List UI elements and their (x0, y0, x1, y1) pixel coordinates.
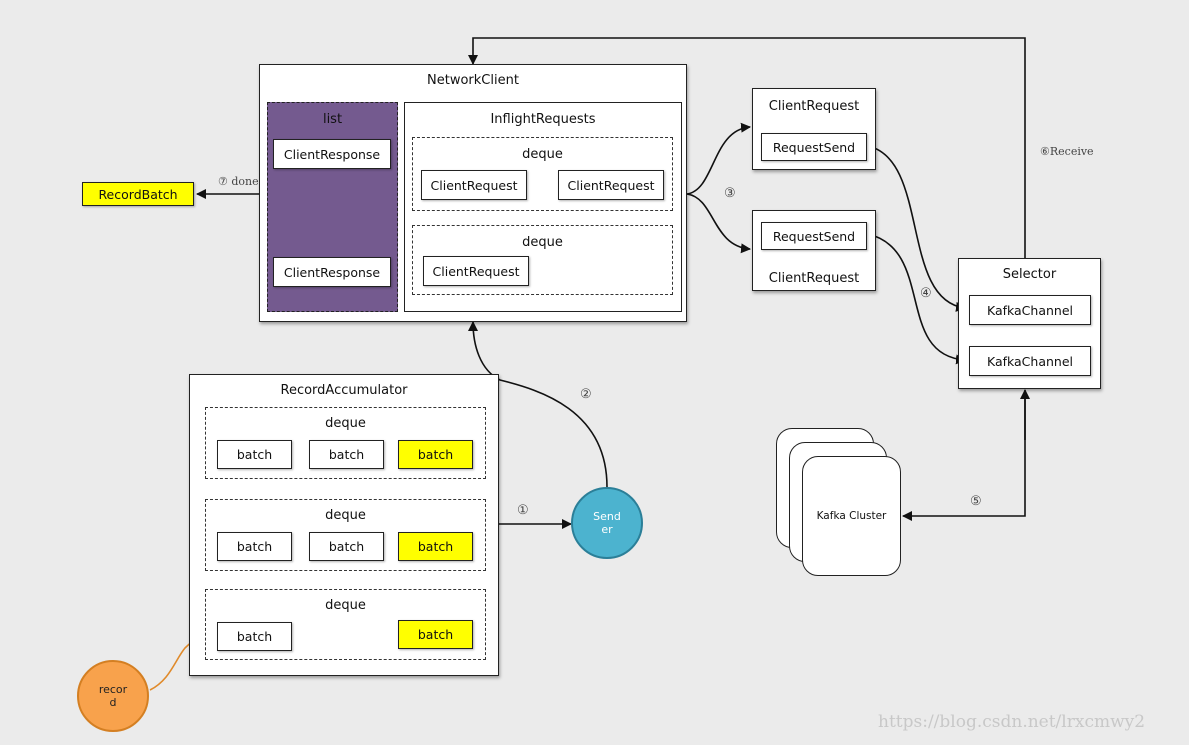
batch-full: batch (398, 440, 473, 469)
kafka-cluster: Kafka Cluster (802, 456, 901, 576)
client-request: ClientRequest (558, 170, 664, 200)
list-title: list (322, 112, 343, 127)
deque-title: deque (522, 235, 563, 250)
send-arrow-top (686, 122, 751, 195)
step-1-label: ① (517, 503, 529, 518)
selector: Selector KafkaChannel KafkaChannel (958, 258, 1101, 389)
selector-title: Selector (1002, 267, 1057, 282)
inflight-requests: InflightRequests deque ClientRequest Cli… (404, 102, 682, 312)
step-4-label: ④ (920, 286, 932, 301)
client-request: ClientRequest (421, 170, 527, 200)
step-3-label: ③ (724, 186, 736, 201)
kafka-channel: KafkaChannel (969, 295, 1091, 325)
network-client-title: NetworkClient (427, 73, 519, 88)
accumulator-deque: deque batch batch (205, 589, 486, 660)
inflight-title: InflightRequests (490, 112, 596, 127)
deque-title: deque (325, 416, 366, 431)
request-send: RequestSend (761, 222, 867, 250)
record-node: recor d (77, 660, 149, 732)
sender-node: Send er (571, 487, 643, 559)
accumulator-title: RecordAccumulator (280, 383, 408, 398)
step-6-label: ⑥Receive (1040, 145, 1094, 158)
deque-title: deque (522, 147, 563, 162)
send-arrow-bottom (686, 193, 751, 254)
batch: batch (217, 622, 292, 651)
record-label-1: recor (98, 683, 128, 696)
accumulator-deque: deque batch batch batch (205, 499, 486, 571)
client-response: ClientResponse (273, 139, 391, 169)
record-label-2: d (109, 696, 117, 709)
receive-arrow (468, 37, 1026, 258)
client-request: ClientRequest (423, 256, 529, 286)
kafka-channel: KafkaChannel (969, 346, 1091, 376)
sender-label-1: Send (593, 510, 621, 523)
deque-title: deque (325, 598, 366, 613)
response-list: list ClientResponse ClientResponse (267, 102, 398, 312)
step-5-label: ⑤ (970, 494, 982, 509)
record-accumulator: RecordAccumulator deque batch batch batc… (189, 374, 499, 676)
batch: batch (217, 532, 292, 561)
cluster-arrow (902, 392, 1026, 521)
inflight-deque: deque ClientRequest (412, 225, 673, 295)
sender-arrow (468, 321, 608, 488)
batch: batch (217, 440, 292, 469)
channel-arrow-bottom (867, 233, 966, 365)
batch-full: batch (398, 532, 473, 561)
batch: batch (309, 440, 384, 469)
record-batch: RecordBatch (82, 182, 194, 206)
network-client: NetworkClient list ClientResponse Client… (259, 64, 687, 322)
channel-arrow-top (867, 145, 966, 312)
step-2-label: ② (580, 387, 592, 402)
inflight-deque: deque ClientRequest ClientRequest (412, 137, 673, 211)
accumulator-deque: deque batch batch batch (205, 407, 486, 479)
step-7-label: ⑦ done (218, 175, 259, 188)
client-response: ClientResponse (273, 257, 391, 287)
batch: batch (309, 532, 384, 561)
batch-full: batch (398, 620, 473, 649)
client-request-title: ClientRequest (768, 99, 860, 114)
client-request-bottom: RequestSend ClientRequest (752, 210, 876, 291)
deque-title: deque (325, 508, 366, 523)
client-request-top: ClientRequest RequestSend (752, 88, 876, 170)
client-request-title: ClientRequest (768, 271, 860, 286)
watermark: https://blog.csdn.net/lrxcmwy2 (878, 712, 1146, 732)
request-send: RequestSend (761, 133, 867, 161)
sender-label-2: er (601, 523, 613, 536)
